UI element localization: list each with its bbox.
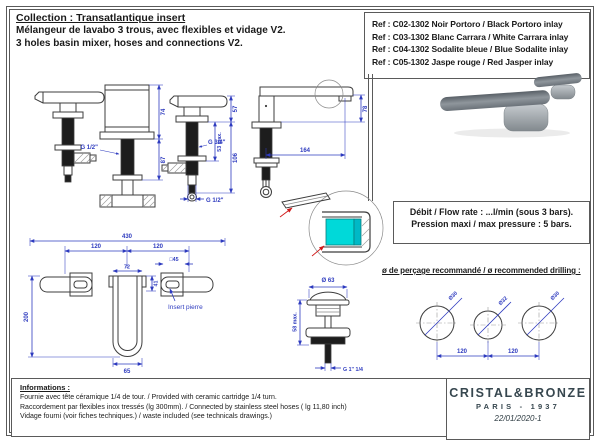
dim-hole-left: Ø30 [448,291,459,302]
stone-inlay [325,218,355,246]
ref-line-2: Ref : C03-1302 Blanc Carrara / White Car… [372,31,569,42]
column-divider-outer [368,74,369,201]
render-spout [440,90,550,132]
dim-plan-escutcheon: □45 [169,257,178,263]
dim-hole-spacing-left: 120 [457,349,468,355]
ref-line-3: Ref : C04-1302 Sodalite bleue / Blue Sod… [372,44,569,54]
flow-rate-line: Débit / Flow rate : ...l/min (sous 3 bar… [409,207,574,217]
reference-box: Ref : C02-1302 Noir Portoro / Black Port… [364,12,590,79]
dim-valve-front-thread: G 1/2" [80,145,98,151]
insert-pierre-label: Insert pierre [168,304,203,311]
dim-hole-right: Ø30 [550,291,561,302]
informations-heading: Informations : [20,383,70,392]
dim-waste-thread: G 1" 1/4 [343,367,363,373]
hole-left: Ø30 [416,291,463,344]
spout-tip-section [322,211,371,253]
drilling-heading: ø de perçage recommandé / ø recommended … [382,266,581,275]
dim-valve-front-height-bottom: 87 [161,156,167,163]
info-line-2: Raccordement par flexibles inox tressés … [20,403,347,411]
dim-valve-side-height-total: 106 [233,152,239,163]
dim-plan-total-width: 430 [122,234,133,240]
header-block: Collection : Transatlantique insert Méla… [16,12,286,50]
subtitle-fr: Mélangeur de lavabo 3 trous, avec flexib… [16,25,286,36]
dim-plan-shoulder: 41 [154,281,160,287]
plan-view-drawing: 430 120 120 □45 72 [24,234,226,375]
plan-left-handle [39,272,93,297]
plan-right-handle [160,272,214,297]
dim-plan-depth: 200 [24,311,30,322]
dim-hole-spacing-right: 120 [508,349,519,355]
brand-box: CRISTAL&BRONZE PARIS - 1937 22/01/2020-1 [446,378,590,440]
collection-title: Collection : Transatlantique insert [16,12,186,24]
render-handle [533,73,582,100]
waste-body [305,291,351,364]
subtitle-en: 3 holes basin mixer, hoses and connectio… [16,38,243,49]
brand-logo: CRISTAL&BRONZE [449,386,587,400]
dim-waste-deck-max: 58 max. [293,312,299,332]
document-date: 22/01/2020-1 [494,414,542,423]
elevation-drawings: G 1/2" 74 87 [34,79,369,208]
hole-right: Ø30 [518,291,565,344]
brand-city-year: PARIS - 1937 [475,402,561,411]
spout-side-view-drawing: 164 78 [251,79,369,198]
dim-waste-diameter: Ø 63 [321,278,335,284]
info-line-3: Vidage fourni (voir fiches techniques.) … [20,413,272,420]
drilling-template-drawing: Ø30 Ø32 Ø30 120 120 [416,291,565,360]
dim-plan-spout-width-top: 72 [124,265,130,271]
ref-line-4: Ref : C05-1302 Jaspe rouge / Red Jasper … [372,56,554,67]
informations-box: Informations : Fournie avec tête céramiq… [11,378,457,437]
product-render [440,73,582,138]
waste-drain-drawing: Ø 63 58 max. G 1" 1/4 [293,278,363,373]
insert-detail-drawing [279,190,384,266]
loose-insert-bar [281,192,331,209]
column-divider-inner [372,74,373,201]
hole-center: Ø32 [470,296,512,343]
valve-front-view-drawing: G 1/2" 74 87 [80,84,167,208]
dim-plan-pitch-right: 120 [153,244,164,250]
dim-plan-pitch-left: 120 [91,244,102,250]
dim-spout-height: 78 [363,105,369,112]
plan-spout [108,275,147,357]
dim-valve-side-thread-bottom: G 1/2" [206,198,224,204]
dim-valve-front-height-top: 74 [161,108,167,115]
info-line-1: Fournie avec tête céramique 1/4 de tour.… [20,394,277,401]
dim-spout-reach: 164 [300,148,311,154]
dim-plan-spout-width-bottom: 65 [124,369,131,375]
dim-valve-side-height-top: 57 [233,105,239,112]
dim-valve-side-deck-max: 53 max. [217,132,223,152]
flow-rate-box: Débit / Flow rate : ...l/min (sous 3 bar… [393,201,590,244]
valve-side-view-drawing [34,91,105,183]
ref-line-1: Ref : C02-1302 Noir Portoro / Black Port… [372,19,563,29]
max-pressure-line: Pression maxi / max pressure : 5 bars. [411,218,572,229]
dim-hole-center: Ø32 [498,296,509,307]
valve-side-view-2-drawing: G 3/4" 53 max. 57 106 G 1/2" [161,95,239,204]
